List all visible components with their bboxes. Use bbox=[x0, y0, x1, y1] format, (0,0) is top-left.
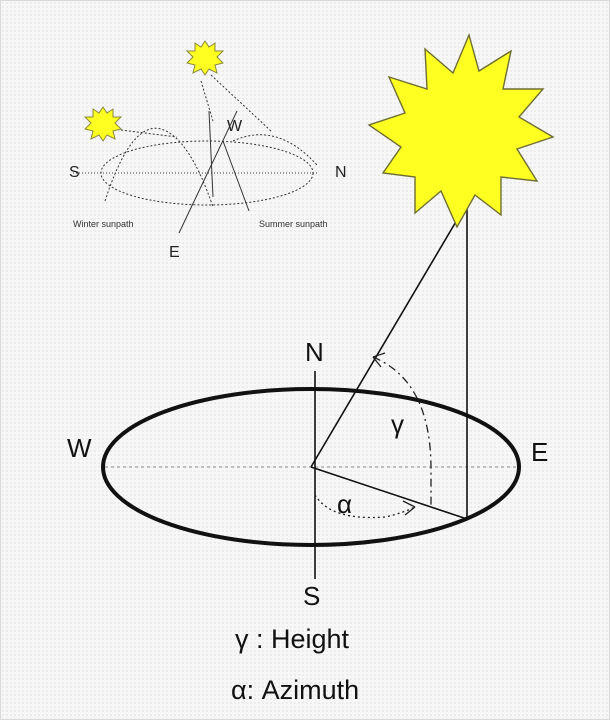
label-north: N bbox=[305, 337, 324, 367]
inset-label-west: W bbox=[227, 118, 243, 135]
azimuth-arc-arrow bbox=[402, 500, 416, 516]
main-diagram bbox=[101, 202, 521, 579]
label-alpha: α bbox=[337, 489, 352, 519]
inset-label-south: S bbox=[69, 164, 80, 181]
inset-vertical bbox=[208, 110, 214, 198]
legend-azimuth: α: Azimuth bbox=[231, 675, 359, 705]
sun-icon bbox=[367, 32, 555, 229]
inset-ray bbox=[222, 140, 250, 212]
azimuth-line bbox=[310, 466, 468, 520]
inset-winter-arc bbox=[104, 127, 214, 208]
inset-horizon-ellipse bbox=[100, 140, 314, 206]
sun-ray-line bbox=[310, 202, 468, 468]
legend-height: γ : Height bbox=[235, 624, 350, 654]
label-south: S bbox=[303, 581, 320, 611]
label-gamma: γ bbox=[391, 409, 404, 439]
azimuth-arc bbox=[314, 494, 416, 519]
inset-label-summer-sunpath: Summer sunpath bbox=[259, 219, 328, 229]
inset-summer-arc bbox=[232, 134, 318, 166]
inset-winter-ray bbox=[112, 128, 178, 138]
horizon-ellipse bbox=[101, 387, 521, 547]
label-east: E bbox=[531, 437, 548, 467]
inset-summer-ray-2 bbox=[210, 74, 272, 132]
height-arc bbox=[372, 356, 432, 507]
inset-label-east: E bbox=[169, 244, 180, 261]
inset-summer-ray-1 bbox=[200, 80, 214, 122]
inset-sun-winter-icon bbox=[83, 106, 123, 142]
inset-label-winter-sunpath: Winter sunpath bbox=[73, 219, 134, 229]
height-arc-arrow bbox=[372, 352, 386, 368]
label-west: W bbox=[67, 433, 92, 463]
inset-ew-axis bbox=[178, 110, 238, 234]
inset-sun-summer-icon bbox=[185, 40, 225, 76]
inset-diagram bbox=[73, 74, 319, 234]
inset-label-north: N bbox=[335, 164, 347, 181]
